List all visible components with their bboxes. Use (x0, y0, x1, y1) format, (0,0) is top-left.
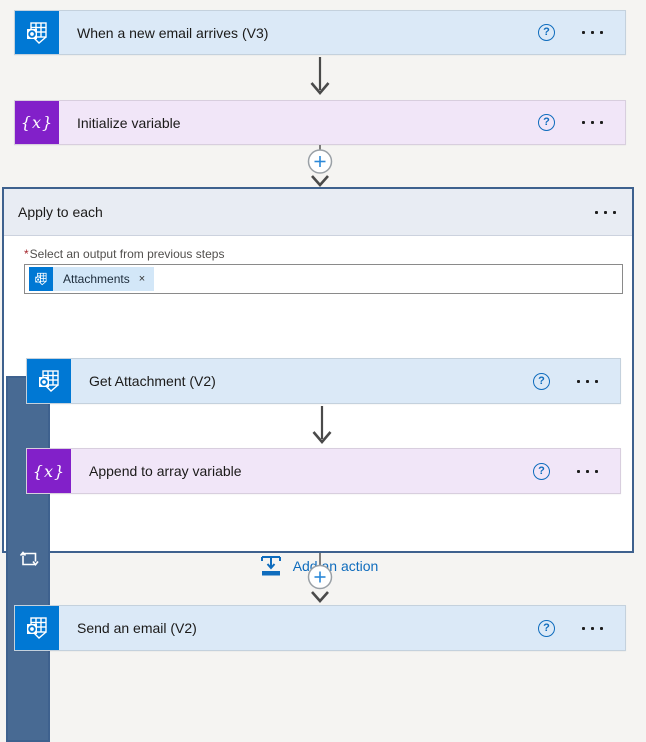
more-options-icon[interactable] (580, 117, 605, 128)
scope-header-apply-to-each[interactable]: Apply to each (4, 189, 632, 742)
help-icon[interactable]: ? (538, 24, 555, 41)
action-card-get-attachment[interactable]: Get Attachment (V2) ? (26, 358, 621, 404)
down-arrow (310, 57, 330, 96)
more-options-icon[interactable] (593, 189, 618, 235)
output-selection-input[interactable]: Attachments × (24, 264, 623, 294)
outlook-icon (15, 606, 59, 650)
scope-body: *Select an output from previous steps At… (4, 236, 632, 576)
add-action-icon (260, 556, 281, 576)
scope-title: Apply to each (18, 204, 103, 220)
plus-insert-step-button[interactable] (307, 553, 333, 590)
trigger-card-when-new-email-arrives[interactable]: When a new email arrives (V3) ? (14, 10, 626, 55)
variable-icon-glyph: {x} (20, 113, 54, 132)
help-icon[interactable]: ? (538, 114, 555, 131)
outlook-icon (29, 267, 53, 291)
trigger-card-title: When a new email arrives (V3) (77, 24, 269, 41)
down-arrow (312, 406, 332, 445)
add-an-action-label: Add an action (292, 558, 379, 574)
initialize-card-title: Initialize variable (77, 114, 181, 131)
flow-designer-canvas: { "colors": { "canvas_bg": "#f5f4f2", "o… (2, 10, 634, 742)
action-card-send-an-email[interactable]: Send an email (V2) ? (14, 605, 626, 651)
required-marker: * (24, 247, 29, 261)
variable-icon: {x} (27, 449, 71, 493)
plus-insert-step-button[interactable] (307, 145, 333, 174)
action-card-append-to-array-variable[interactable]: {x} Append to array variable ? (26, 448, 621, 494)
down-arrowhead (311, 591, 329, 603)
more-options-icon[interactable] (580, 623, 605, 634)
down-arrowhead (311, 175, 329, 187)
variable-icon-glyph: {x} (32, 461, 66, 481)
help-icon[interactable]: ? (538, 619, 555, 637)
more-options-icon[interactable] (580, 27, 605, 38)
scope-apply-to-each: Apply to each *Select an output from pre… (2, 187, 634, 742)
help-icon[interactable]: ? (533, 462, 550, 480)
outlook-icon (27, 359, 71, 403)
outlook-icon (15, 11, 59, 54)
dynamic-content-token-attachments[interactable]: Attachments × (29, 267, 155, 291)
token-remove-icon[interactable]: × (138, 273, 146, 285)
help-icon[interactable]: ? (533, 372, 550, 390)
send-email-card-title: Send an email (V2) (77, 620, 197, 636)
action-card-initialize-variable[interactable]: {x} Initialize variable ? (14, 100, 626, 145)
append-card-title: Append to array variable (89, 463, 242, 479)
variable-icon: {x} (15, 101, 59, 144)
token-label: Attachments (63, 272, 130, 286)
output-field-label-text: Select an output from previous steps (29, 247, 225, 261)
insert-step-connector (307, 145, 333, 187)
output-field-label: *Select an output from previous steps (24, 247, 224, 261)
more-options-icon[interactable] (575, 376, 600, 387)
more-options-icon[interactable] (575, 466, 600, 477)
get-attachment-card-title: Get Attachment (V2) (89, 373, 216, 389)
